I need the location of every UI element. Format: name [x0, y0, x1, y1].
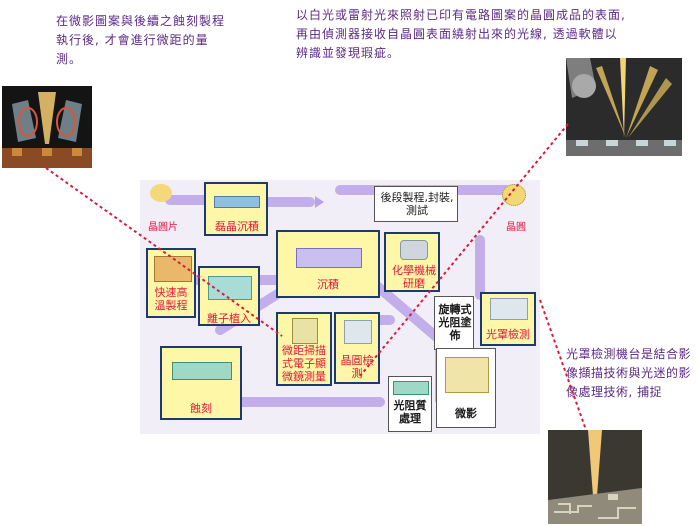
cmp-icon [400, 240, 428, 260]
etch-box: 蝕刻 [160, 346, 242, 420]
wafer-inspection-icon [344, 320, 372, 344]
etch-label: 蝕刻 [190, 402, 212, 415]
process-flow-diagram: 晶圓片 晶圓 後段製程,封裝,測試 磊晶沉積 沉積 化學機械研磨 快速高溫製程 … [140, 180, 540, 434]
rtp-icon [154, 256, 192, 282]
deposition-label: 沉積 [317, 278, 339, 291]
wafer-icon-end [502, 184, 526, 206]
deposition-icon [296, 248, 362, 268]
lithography-icon [445, 357, 489, 393]
epitaxy-icon [214, 196, 260, 208]
sem-beam-photo [2, 86, 92, 168]
deposition-box: 沉積 [276, 230, 380, 298]
backend-process-box: 後段製程,封裝,測試 [374, 186, 458, 222]
backend-process-label: 後段製程,封裝,測試 [380, 191, 454, 217]
ion-implant-label: 離子植入 [207, 312, 251, 325]
mask-inspection-photo [548, 430, 642, 524]
sem-measurement-label: 微距掃描式電子顯微鏡測量 [282, 344, 326, 383]
photoresist-label: 光阻質處理 [393, 399, 427, 425]
rtp-box: 快速高溫製程 [146, 248, 196, 318]
cmp-label: 化學機械研磨 [392, 264, 436, 290]
resist-coat-box: 旋轉式光阻塗佈 [434, 296, 474, 350]
wafer-start-label: 晶圓片 [148, 222, 178, 233]
rtp-label: 快速高溫製程 [154, 286, 188, 312]
ion-implant-icon [208, 276, 252, 300]
photoresist-box: 光阻質處理 [388, 376, 432, 432]
epitaxy-box: 磊晶沉積 [204, 182, 268, 236]
photoresist-icon [393, 381, 429, 395]
mask-inspection-box: 光罩檢測 [480, 292, 536, 346]
wafer-inspection-label: 晶圓檢測 [340, 354, 374, 380]
annotation-wafer-inspection: 以白光或雷射光來照射已印有電路圖案的晶圓成品的表面, 再由偵測器接收自晶圓表面繞… [296, 8, 626, 60]
resist-coat-label: 旋轉式光阻塗佈 [438, 303, 472, 342]
lithography-box: 微影 [436, 348, 496, 428]
etch-icon [172, 362, 232, 380]
mask-inspection-icon [490, 298, 528, 320]
epitaxy-label: 磊晶沉積 [215, 220, 259, 233]
mask-inspection-label: 光罩檢測 [486, 328, 530, 341]
sem-icon [292, 318, 318, 344]
cmp-box: 化學機械研磨 [384, 232, 440, 292]
wafer-icon-start [150, 184, 172, 202]
sem-measurement-box: 微距掃描式電子顯微鏡測量 [276, 312, 332, 386]
optical-inspection-photo [566, 58, 682, 156]
wafer-end-label: 晶圓 [506, 222, 526, 233]
wafer-inspection-box: 晶圓檢測 [334, 312, 380, 384]
lithography-label: 微影 [455, 407, 477, 420]
annotation-mask-inspection: 光罩檢測機台是結合影像擷描技術與光迷的影像處理技術, 捕捉 [566, 347, 692, 399]
annotation-sem-measurement: 在微影圖案與後續之蝕刻製程執行後, 才會進行微距的量測。 [56, 14, 226, 66]
ion-implant-box: 離子植入 [198, 266, 260, 326]
